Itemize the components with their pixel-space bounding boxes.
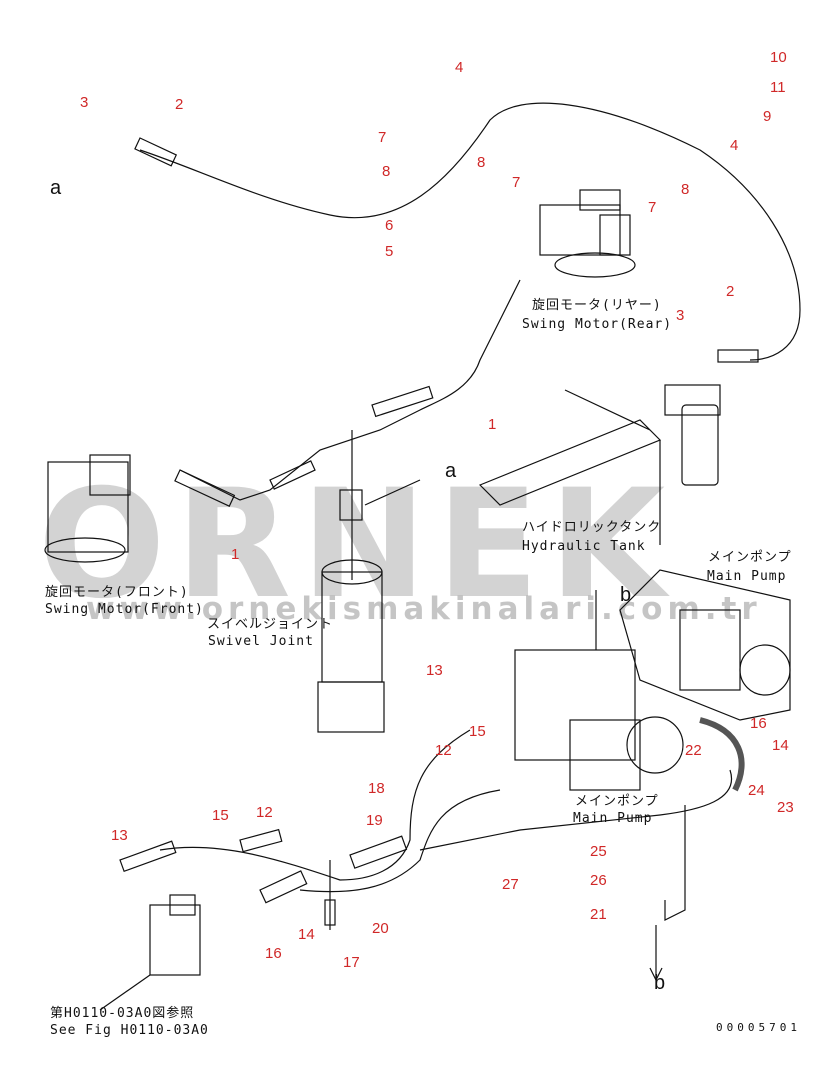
callout-3: 3 [676, 307, 685, 324]
callout-8: 8 [477, 154, 486, 171]
callout-6: 6 [385, 217, 394, 234]
callout-1: 1 [231, 546, 240, 563]
watermark-url: www.ornekismakinalari.com.tr [86, 591, 762, 627]
callout-7: 7 [512, 174, 521, 191]
callout-25: 25 [590, 843, 607, 860]
bracket-21 [324, 805, 686, 982]
swing-motor-rear-en: Swing Motor(Rear) [522, 317, 673, 332]
callout-15: 15 [469, 723, 486, 740]
callout-11: 11 [770, 79, 786, 96]
callout-14: 14 [298, 926, 315, 943]
callout-8: 8 [681, 181, 690, 198]
callout-20: 20 [372, 920, 389, 937]
main-pump-bottom-en: Main Pump [573, 811, 653, 826]
ref-b: b [620, 584, 632, 606]
callout-2: 2 [726, 283, 735, 300]
callout-16: 16 [265, 945, 282, 962]
swing-motor-front-en: Swing Motor(Front) [45, 602, 204, 617]
callout-10: 10 [770, 49, 787, 66]
main-pump-top [619, 569, 791, 721]
callout-13: 13 [426, 662, 443, 679]
swing-motor-rear-jp: 旋回モータ(リヤー) [532, 298, 662, 313]
drawing-number: 00005701 [716, 1021, 801, 1034]
callout-7: 7 [378, 129, 387, 146]
callout-13: 13 [111, 827, 128, 844]
hydraulic-tank [478, 384, 721, 545]
callout-18: 18 [368, 780, 385, 797]
main-pump-top-en: Main Pump [707, 569, 787, 584]
callout-16: 16 [750, 715, 767, 732]
callout-26: 26 [590, 872, 607, 889]
hydraulic-tank-jp: ハイドロリックタンク [522, 520, 662, 535]
callout-15: 15 [212, 807, 229, 824]
swivel-joint-en: Swivel Joint [208, 634, 314, 649]
hose-2-top [134, 102, 801, 363]
main-pump-top-jp: メインポンプ [708, 550, 792, 565]
see-fig-jp: 第H0110-03A0図参照 [50, 1006, 195, 1021]
callout-17: 17 [343, 954, 360, 971]
swing-motor-front [44, 454, 131, 563]
callout-19: 19 [366, 812, 383, 829]
main-pump-bottom-jp: メインポンプ [575, 794, 659, 809]
see-fig-en: See Fig H0110-03A0 [50, 1023, 209, 1038]
hydraulic-tank-en: Hydraulic Tank [522, 539, 646, 554]
callout-8: 8 [382, 163, 391, 180]
ref-a: a [50, 177, 62, 199]
swivel-joint-jp: スイベルジョイント [207, 617, 334, 632]
callout-5: 5 [385, 243, 394, 260]
swing-motor-front-jp: 旋回モータ(フロント) [45, 585, 189, 600]
hose-1 [174, 279, 521, 508]
callout-4: 4 [455, 59, 464, 76]
callout-2: 2 [175, 96, 184, 113]
callout-14: 14 [772, 737, 789, 754]
control-valve-block [99, 894, 201, 1011]
main-pump-bottom [514, 590, 684, 791]
callout-12: 12 [256, 804, 273, 821]
callout-23: 23 [777, 799, 794, 816]
ref-b: b [654, 972, 666, 994]
callout-7: 7 [648, 199, 657, 216]
callout-4: 4 [730, 137, 739, 154]
ref-a: a [445, 460, 457, 482]
callout-9: 9 [763, 108, 772, 125]
swivel-joint [317, 430, 421, 733]
callout-27: 27 [502, 876, 519, 893]
callout-24: 24 [748, 782, 765, 799]
callout-21: 21 [590, 906, 607, 923]
callout-3: 3 [80, 94, 89, 111]
swing-motor-rear [539, 189, 636, 278]
callout-1: 1 [488, 416, 497, 433]
callout-22: 22 [685, 742, 702, 759]
callout-12: 12 [435, 742, 452, 759]
hose-12-14 [119, 717, 745, 904]
